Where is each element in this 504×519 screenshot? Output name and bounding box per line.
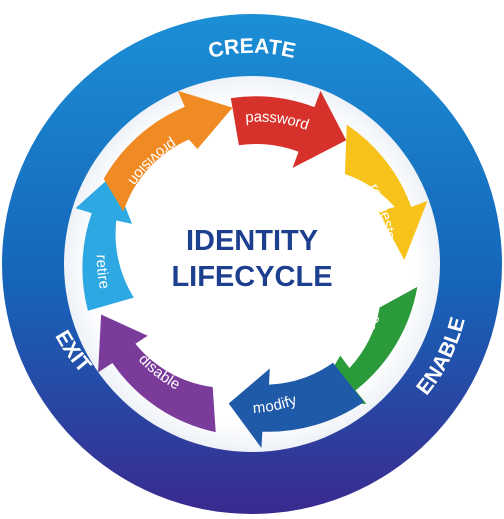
lifecycle-arrows — [75, 90, 428, 448]
center-title-line-1: IDENTITY — [186, 225, 318, 257]
arrow-requests — [344, 124, 428, 261]
arrow-modify — [228, 362, 364, 448]
arrow-disable — [98, 314, 216, 433]
arrow-retire — [75, 174, 134, 311]
arrow-provision — [103, 90, 233, 212]
center-title-line-2: LIFECYCLE — [171, 261, 332, 293]
arrow-password — [230, 90, 347, 168]
